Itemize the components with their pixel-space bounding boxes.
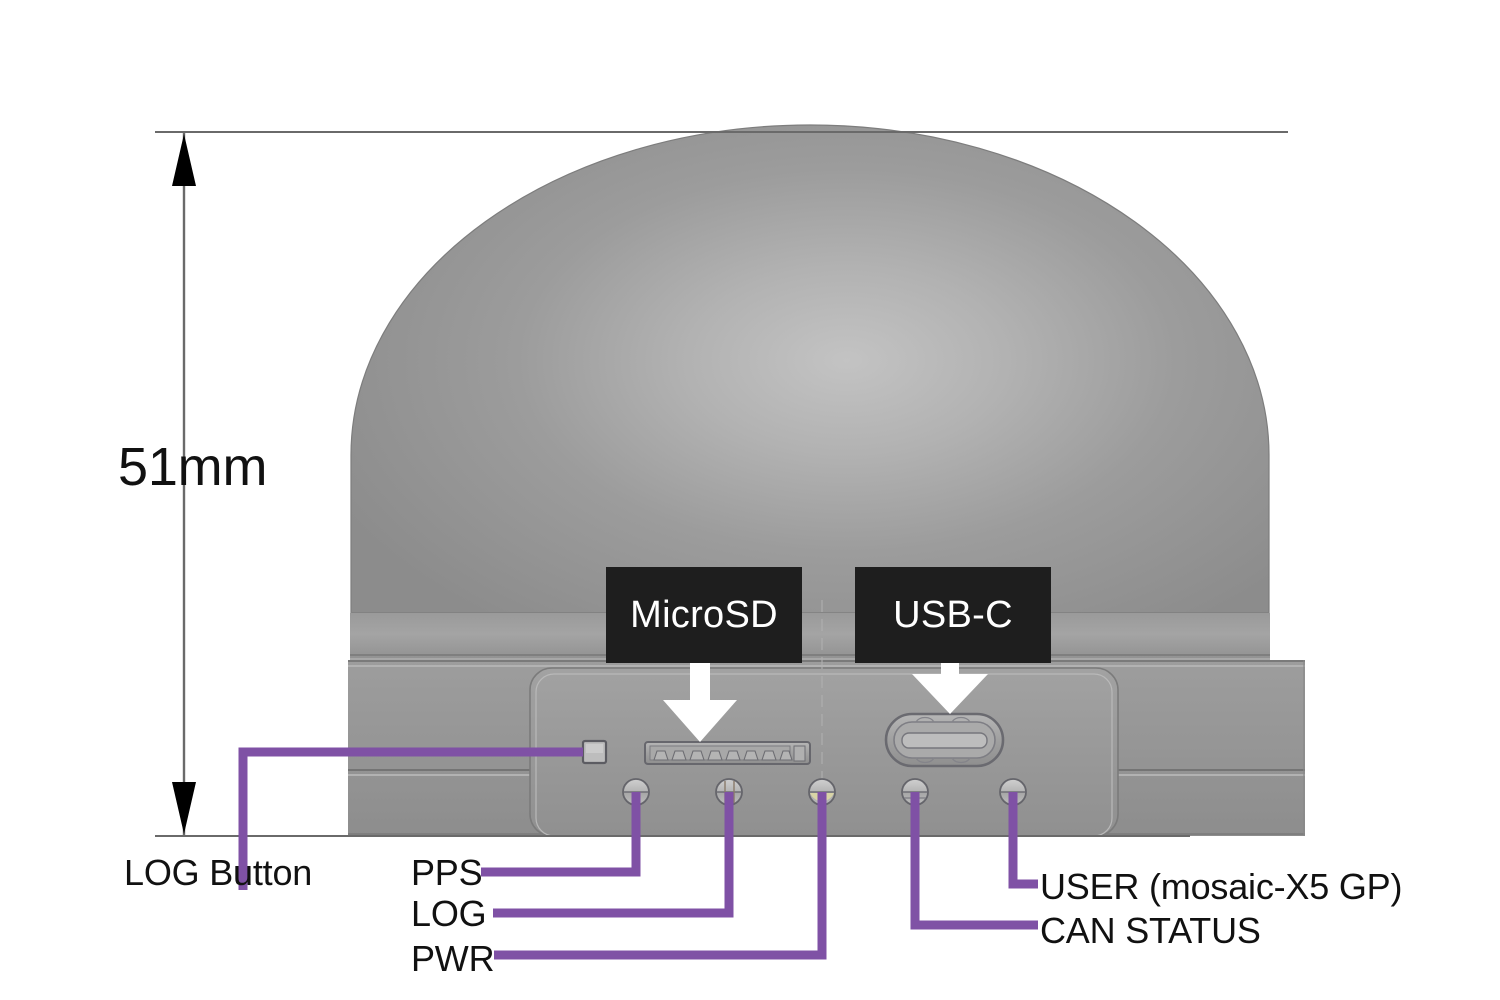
label-log: LOG <box>411 893 487 934</box>
callout-box-usbc: USB-C <box>855 567 1051 663</box>
callout-box-microsd-label: MicroSD <box>630 593 778 636</box>
arrow-microsd <box>663 660 737 742</box>
leader-log-button <box>238 747 583 890</box>
label-user: USER (mosaic-X5 GP) <box>1040 866 1403 907</box>
microsd-slot-component[interactable] <box>644 741 811 765</box>
leader-log <box>493 792 734 918</box>
mid-band <box>350 613 1270 660</box>
leader-can-status <box>910 792 1038 930</box>
leader-pps <box>481 792 641 877</box>
label-pwr: PWR <box>411 938 495 979</box>
leader-user <box>1008 792 1038 889</box>
dome-shell <box>350 124 1270 661</box>
dimension-height-label: 51mm <box>118 437 268 497</box>
leader-pwr <box>494 792 827 960</box>
callout-box-microsd: MicroSD <box>606 567 802 663</box>
dimension-arrowhead-up <box>172 134 196 186</box>
arrow-usbc <box>912 660 988 714</box>
label-pps: PPS <box>411 852 483 893</box>
dimension-arrowhead-down <box>172 782 196 834</box>
usbc-port-component[interactable] <box>884 712 1005 768</box>
callout-box-usbc-label: USB-C <box>893 593 1013 636</box>
label-log-button: LOG Button <box>124 852 313 893</box>
label-can-status: CAN STATUS <box>1040 910 1261 951</box>
